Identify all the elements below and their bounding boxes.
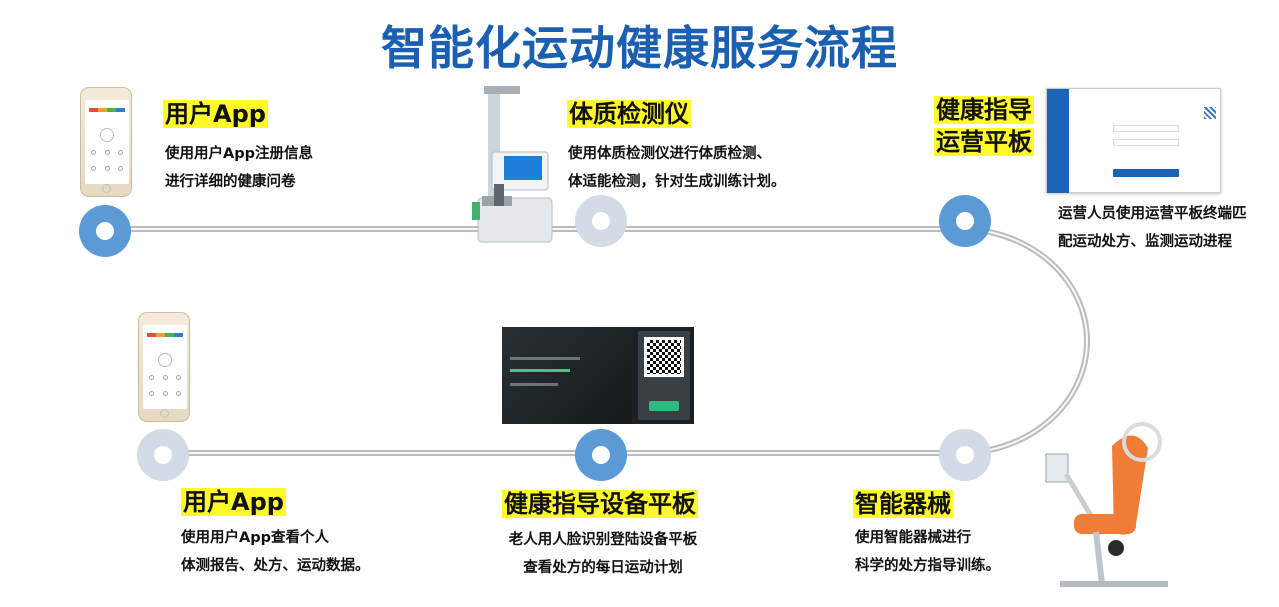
step-3-line-2: 配运动处方、监测运动进程 xyxy=(1058,234,1232,250)
page-title: 智能化运动健康服务流程 xyxy=(381,21,898,75)
face-login-screen-image xyxy=(502,327,694,424)
step-1-heading: 用户App xyxy=(163,100,268,128)
step-node-6 xyxy=(137,429,189,481)
operations-tablet-image xyxy=(1046,88,1221,193)
step-1-line-2: 进行详细的健康问卷 xyxy=(165,174,296,190)
step-2-heading: 体质检测仪 xyxy=(567,100,691,128)
step-1-line-1: 使用用户App注册信息 xyxy=(165,146,313,162)
step-4-line-2: 科学的处方指导训练。 xyxy=(855,558,1000,574)
user-app-phone-image xyxy=(80,87,132,197)
step-4-heading: 智能器械 xyxy=(853,490,953,518)
user-app-phone-image-2 xyxy=(138,312,190,422)
step-5-line-2: 查看处方的每日运动计划 xyxy=(523,560,683,576)
step-node-1 xyxy=(79,205,131,257)
step-4-line-1: 使用智能器械进行 xyxy=(855,530,971,546)
step-3-line-1: 运营人员使用运营平板终端匹 xyxy=(1058,206,1247,222)
step-2-line-2: 体适能检测，针对生成训练计划。 xyxy=(568,174,786,190)
step-5-heading: 健康指导设备平板 xyxy=(502,490,698,518)
step-2-line-1: 使用体质检测仪进行体质检测、 xyxy=(568,146,771,162)
step-node-2 xyxy=(575,195,627,247)
step-3-heading-line-2: 运营平板 xyxy=(934,128,1034,156)
step-node-3 xyxy=(939,195,991,247)
step-6-heading: 用户App xyxy=(181,488,286,516)
step-5-line-1: 老人用人脸识别登陆设备平板 xyxy=(508,532,698,548)
step-6-line-2: 体测报告、处方、运动数据。 xyxy=(181,558,370,574)
body-scanner-image xyxy=(472,86,553,243)
fitness-machine-image xyxy=(1045,422,1168,587)
step-3-heading-line-1: 健康指导 xyxy=(934,96,1034,124)
step-node-4 xyxy=(939,429,991,481)
step-6-line-1: 使用用户App查看个人 xyxy=(181,530,329,546)
step-node-5 xyxy=(575,429,627,481)
